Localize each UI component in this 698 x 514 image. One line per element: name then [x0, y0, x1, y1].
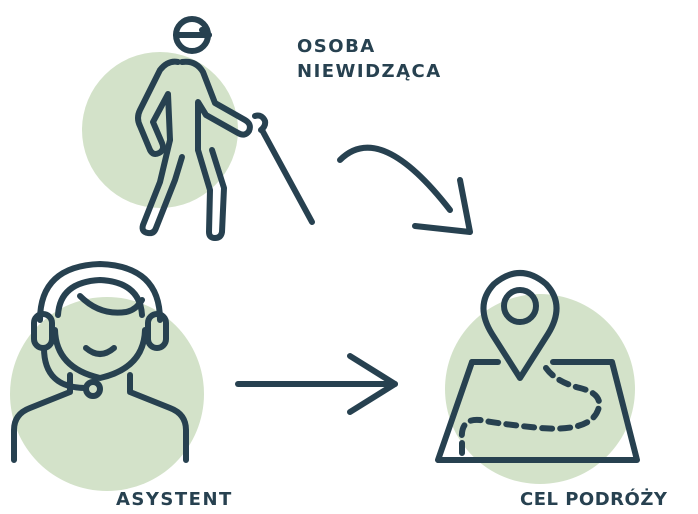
destination-label: CEL PODRÓŻY [520, 489, 668, 510]
destination-circle [445, 294, 635, 484]
blind-person-label-line1: OSOBA [297, 36, 376, 57]
blind-person-circle [82, 52, 238, 208]
headset-operator-icon [11, 261, 189, 463]
blind-person-icon [135, 16, 315, 241]
blind-person-label-line2: NIEWIDZĄCA [297, 61, 442, 82]
curved-arrow-icon [337, 144, 473, 235]
straight-arrow-icon [235, 353, 398, 415]
assistant-circle [10, 297, 204, 491]
assistant-label: ASYSTENT [116, 489, 233, 510]
blind-person-label: OSOBA NIEWIDZĄCA [297, 34, 442, 84]
map-pin-route-icon [435, 270, 640, 463]
